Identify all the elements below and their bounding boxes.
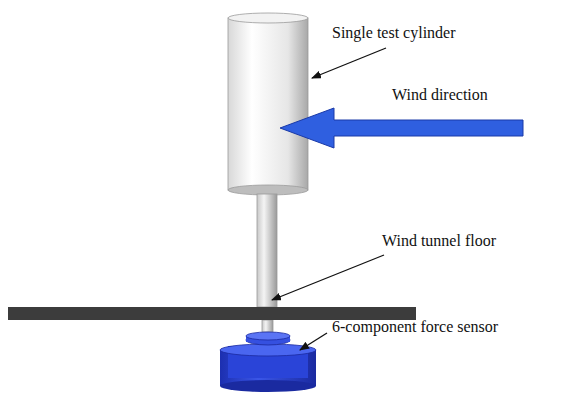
force-sensor	[220, 332, 316, 392]
test-cylinder	[228, 13, 308, 195]
annotation-label: Single test cylinder	[332, 24, 456, 42]
leader-line	[272, 255, 384, 300]
annotation-label: 6-component force sensor	[332, 318, 498, 336]
leader-line	[300, 333, 327, 350]
wind-arrow	[280, 108, 523, 148]
annotation-label: Wind tunnel floor	[382, 232, 496, 250]
leader-line	[312, 48, 386, 78]
annotation-label: Wind direction	[392, 86, 488, 104]
